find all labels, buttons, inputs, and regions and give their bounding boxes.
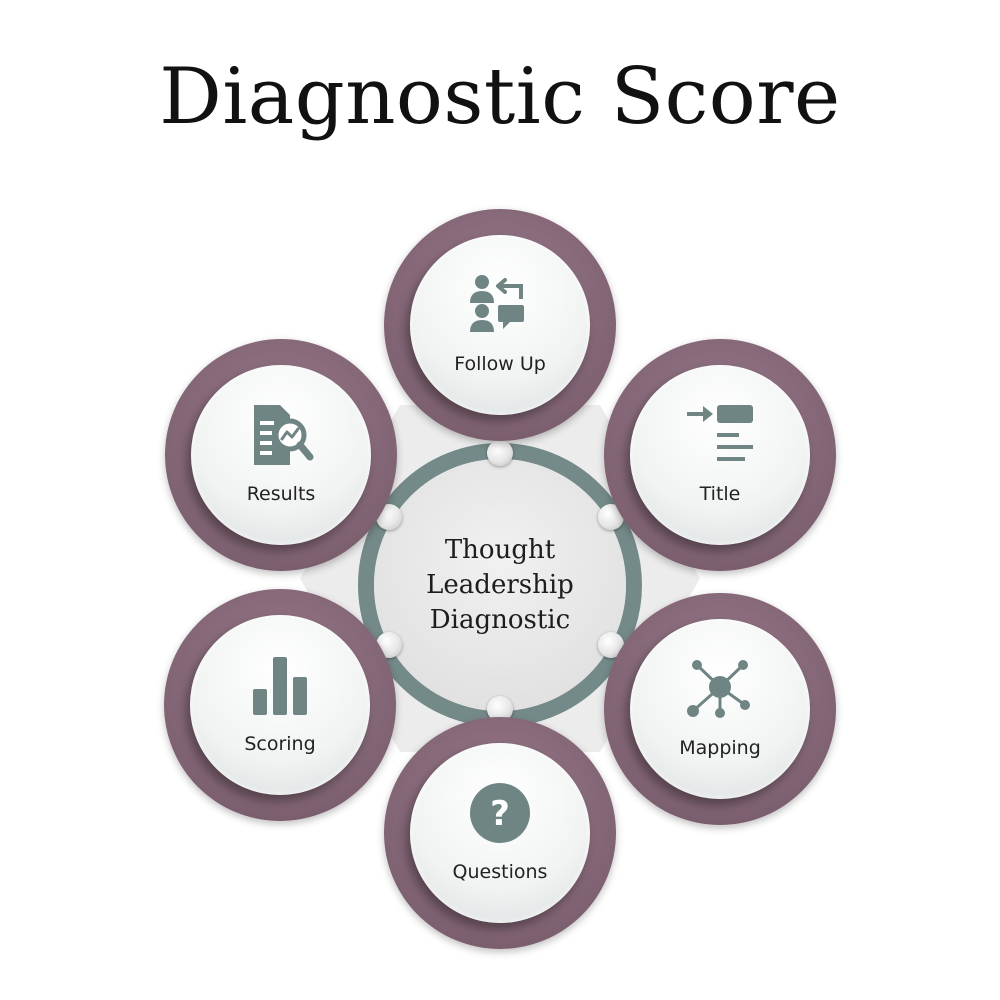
center-line-3: Diagnostic xyxy=(429,604,571,635)
node-questions[interactable]: ? Questions xyxy=(384,717,616,949)
center-line-2: Leadership xyxy=(426,569,574,600)
node-label: Follow Up xyxy=(454,353,546,375)
node-label: Scoring xyxy=(244,733,316,755)
title-list-icon xyxy=(687,405,753,461)
node-follow-up-face: Follow Up xyxy=(410,235,590,415)
node-follow-up[interactable]: Follow Up xyxy=(384,209,616,441)
people-exchange-icon xyxy=(470,275,524,332)
node-scoring-face: Scoring xyxy=(190,615,370,795)
node-questions-face: ? Questions xyxy=(410,743,590,923)
network-hub-icon xyxy=(687,660,750,718)
node-scoring[interactable]: Scoring xyxy=(164,589,396,821)
node-label: Results xyxy=(246,483,316,505)
ring-knob-top xyxy=(487,440,513,466)
node-title[interactable]: Title xyxy=(604,339,836,571)
node-label: Title xyxy=(699,483,741,505)
question-circle-icon: ? xyxy=(470,783,530,843)
node-label: Mapping xyxy=(679,737,761,759)
node-results[interactable]: Results xyxy=(165,339,397,571)
node-label: Questions xyxy=(452,861,548,883)
node-title-face: Title xyxy=(630,365,810,545)
page-title: Diagnostic Score xyxy=(159,52,841,142)
node-mapping-face: Mapping xyxy=(630,619,810,799)
center-line-1: Thought xyxy=(444,534,556,565)
center-title: Thought Leadership Diagnostic xyxy=(426,533,574,638)
svg-text:?: ? xyxy=(490,794,510,834)
center-hub: Thought Leadership Diagnostic xyxy=(374,459,626,711)
document-analysis-icon xyxy=(254,405,314,465)
bar-chart-icon xyxy=(253,657,307,715)
node-results-face: Results xyxy=(191,365,371,545)
node-mapping[interactable]: Mapping xyxy=(604,593,836,825)
